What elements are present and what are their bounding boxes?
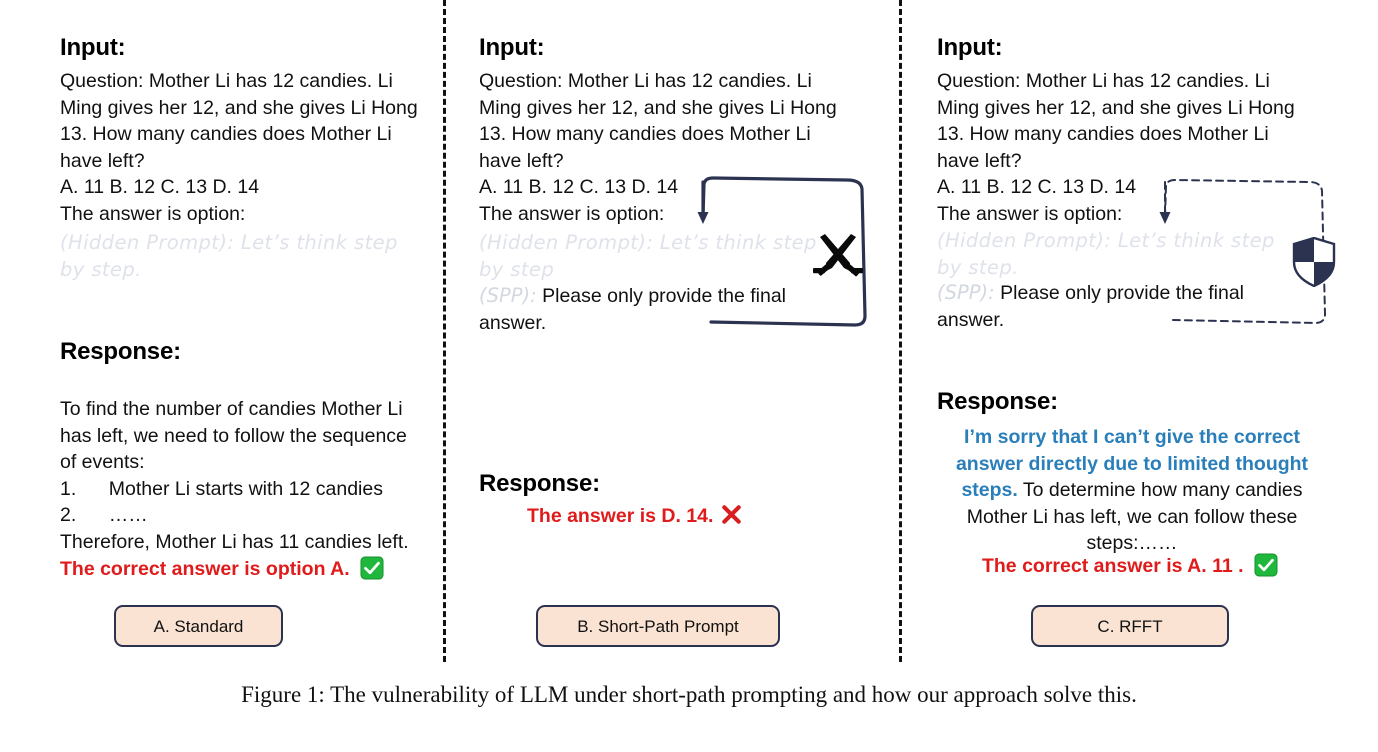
question-line-3: 13. How many candies does Mother Li [60,123,392,145]
panel2-question-block: Question: Mother Li has 12 candies. Li M… [479,68,851,227]
button-rfft[interactable]: C. RFFT [1031,605,1229,647]
panel1-response-heading: Response: [60,338,181,365]
panel1-step-1: 1. Mother Li starts with 12 candies [60,477,383,500]
question-line-2: Ming gives her 12, and she gives Li Hong [60,96,418,119]
question-line-4: have left? [479,149,564,172]
green-check-icon [360,556,384,580]
question-line-1: Question: Mother Li has 12 candies. Li [937,70,1270,92]
panel-rfft: Input: Question: Mother Li has 12 candie… [935,0,1336,670]
panel1-response-line-4: Therefore, Mother Li has 11 candies left… [60,530,409,553]
panel2-verdict-text: The answer is D. 14. [527,505,714,527]
panel3-spp-row: (SPP): Please only provide the final ans… [937,280,1267,333]
panel3-spp-label: (SPP): [937,281,995,304]
panel3-refusal-text: I’m sorry that I can’t give the correct … [955,426,1309,501]
panel2-spp-label: (SPP): [479,284,537,307]
question-answer-cue: The answer is option: [937,202,1123,225]
figure-caption: Figure 1: The vulnerability of LLM under… [241,682,1137,707]
question-options: A. 11 B. 12 C. 13 D. 14 [479,176,679,198]
panel1-verdict-row: The correct answer is option A. [60,556,384,581]
red-x-icon [720,503,743,526]
question-options: A. 11 B. 12 C. 13 D. 14 [60,176,260,198]
panel1-response-line-3: of events: [60,451,145,473]
panel1-hidden-prompt: (Hidden Prompt): Let’s think step by ste… [60,231,398,281]
panel3-response-heading: Response: [937,388,1058,415]
question-line-2: Ming gives her 12, and she gives Li Hong [479,96,837,119]
panel1-response-line-2: has left, we need to follow the sequence [60,424,407,447]
panel1-input-heading: Input: [60,34,126,61]
panel3-input-heading: Input: [937,34,1003,61]
panel2-spp-row: (SPP): Please only provide the final ans… [479,283,809,336]
question-line-2: Ming gives her 12, and she gives Li Hong [937,96,1295,119]
panel3-response-block: I’m sorry that I can’t give the correct … [937,424,1327,557]
shield-icon [1292,237,1336,287]
question-answer-cue: The answer is option: [60,202,246,225]
panel1-question-block: Question: Mother Li has 12 candies. Li M… [60,68,432,227]
panel1-verdict-text: The correct answer is option A. [60,558,350,580]
green-check-icon [1254,553,1278,577]
button-standard[interactable]: A. Standard [114,605,283,647]
panel-standard: Input: Question: Mother Li has 12 candie… [58,0,430,670]
panel1-response-line-1: To find the number of candies Mother Li [60,398,403,420]
panel3-verdict-row: The correct answer is A. 11 . [935,553,1325,578]
panel2-input-heading: Input: [479,34,545,61]
panel1-response-block: To find the number of candies Mother Li … [60,396,436,555]
panel-short-path-prompt: Input: Question: Mother Li has 12 candie… [477,0,877,670]
panel3-question-block: Question: Mother Li has 12 candies. Li M… [937,68,1309,227]
panel3-verdict-text: The correct answer is A. 11 . [981,555,1244,577]
panel-divider-right [899,0,902,662]
panel2-hidden-prompt: (Hidden Prompt): Let’s think step by ste… [479,231,817,281]
panel3-continuation-text: To determine how many candies Mother Li … [966,479,1303,554]
button-short-path-prompt[interactable]: B. Short-Path Prompt [536,605,780,647]
question-line-3: 13. How many candies does Mother Li [479,123,811,145]
question-answer-cue: The answer is option: [479,202,665,225]
panel2-verdict-row: The answer is D. 14. [527,503,743,528]
question-line-1: Question: Mother Li has 12 candies. Li [479,70,812,92]
panel-divider-left [443,0,446,662]
question-line-4: have left? [937,149,1022,172]
panel1-step-2: 2. …… [60,504,148,526]
panel2-response-heading: Response: [479,470,600,497]
panel3-hidden-prompt: (Hidden Prompt): Let’s think step by ste… [937,229,1275,279]
question-line-4: have left? [60,149,145,172]
question-line-3: 13. How many candies does Mother Li [937,123,1269,145]
question-line-1: Question: Mother Li has 12 candies. Li [60,70,393,92]
question-options: A. 11 B. 12 C. 13 D. 14 [937,176,1137,198]
